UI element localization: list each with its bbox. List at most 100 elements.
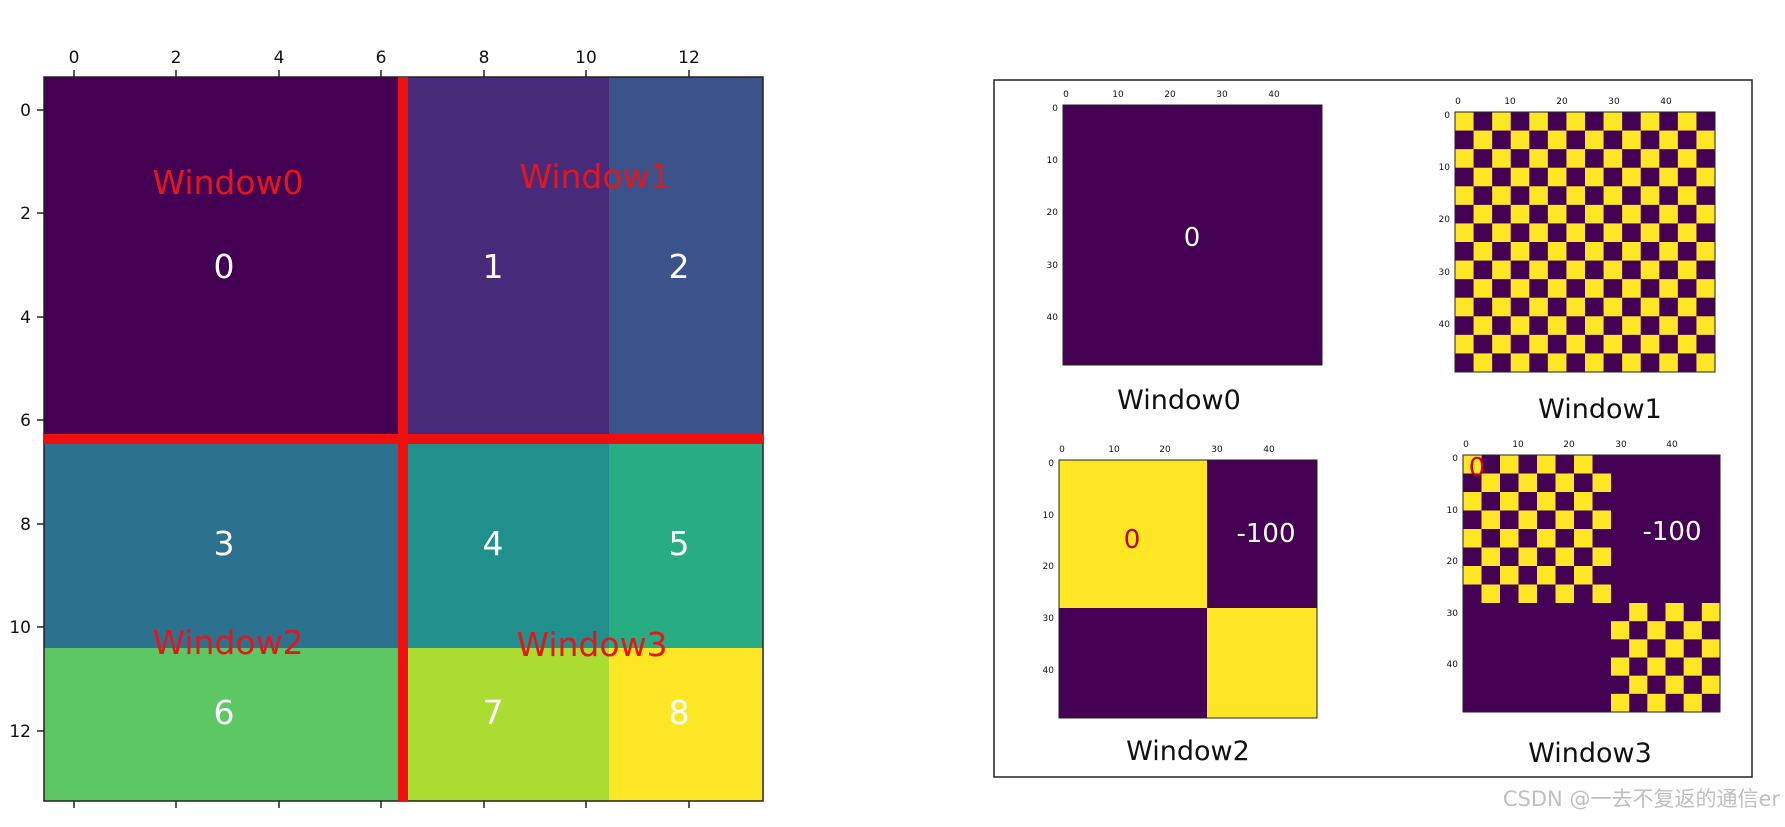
x-tick-label: 12 bbox=[678, 48, 700, 68]
checker-cell bbox=[1566, 260, 1585, 280]
checker-cell bbox=[1574, 529, 1593, 548]
x-tick-label: 2 bbox=[171, 48, 182, 68]
checker-cell bbox=[1603, 297, 1623, 317]
checker-cell bbox=[1473, 130, 1493, 150]
checker-cell bbox=[1696, 316, 1715, 335]
checker-cell bbox=[1555, 510, 1574, 529]
window2-caption: Window2 bbox=[1126, 736, 1250, 767]
checker-cell bbox=[1677, 297, 1697, 317]
left-x-tick-marks bbox=[73, 70, 690, 808]
checker-cell bbox=[1529, 112, 1548, 131]
tick-label: 0 bbox=[1455, 97, 1461, 107]
checker-cell bbox=[1481, 584, 1500, 603]
checker-cell bbox=[1585, 204, 1604, 224]
region-0 bbox=[44, 77, 403, 439]
checker-cell bbox=[1566, 297, 1585, 317]
checker-cell bbox=[1547, 316, 1567, 335]
checker-cell bbox=[1566, 223, 1585, 242]
checker-cell bbox=[1555, 584, 1574, 603]
tick-label: 20 bbox=[1563, 440, 1575, 450]
y-tick-label: 4 bbox=[20, 308, 31, 328]
window2-quadrant-bl bbox=[1059, 608, 1207, 718]
tick-label: 40 bbox=[1666, 440, 1678, 450]
window2-frame bbox=[1058, 459, 1318, 719]
window2-y-ticks: 0 10 20 30 40 bbox=[1043, 459, 1055, 676]
checker-cell bbox=[1510, 316, 1530, 335]
tick-label: 10 bbox=[1108, 445, 1120, 455]
region-label: 7 bbox=[483, 693, 504, 732]
checker-cell bbox=[1622, 242, 1641, 261]
window1-caption: Window1 bbox=[1538, 394, 1662, 425]
window1-frame bbox=[1454, 111, 1716, 373]
checker-cell bbox=[1492, 223, 1511, 242]
checker-cell bbox=[1481, 473, 1500, 492]
window2-value-zero: 0 bbox=[1124, 525, 1141, 555]
region-label: 8 bbox=[669, 693, 690, 732]
window1-y-ticks: 0 10 20 30 40 bbox=[1439, 111, 1451, 330]
checker-cell bbox=[1547, 167, 1567, 187]
checker-cell bbox=[1455, 149, 1474, 168]
window0-value: 0 bbox=[1184, 223, 1201, 253]
checker-cell bbox=[1677, 186, 1697, 205]
checker-cell bbox=[1455, 260, 1474, 280]
window1-checkerboard bbox=[1455, 112, 1715, 372]
checker-cell bbox=[1473, 316, 1493, 335]
tick-label: 10 bbox=[1047, 156, 1059, 166]
checker-cell bbox=[1696, 242, 1715, 261]
tick-label: 10 bbox=[1504, 97, 1516, 107]
window1-x-ticks: 0 10 20 30 40 bbox=[1455, 97, 1672, 107]
checker-cell bbox=[1696, 204, 1715, 224]
checker-cell bbox=[1659, 316, 1678, 335]
checker-cell bbox=[1603, 334, 1623, 354]
checker-cell bbox=[1701, 675, 1720, 694]
checker-cell bbox=[1640, 223, 1660, 242]
checker-cell bbox=[1463, 455, 1482, 474]
checker-cell bbox=[1455, 186, 1474, 205]
checker-cell bbox=[1537, 455, 1556, 474]
checker-cell bbox=[1463, 566, 1482, 585]
checker-cell bbox=[1647, 657, 1666, 676]
checker-cell bbox=[1659, 167, 1678, 187]
checker-cell bbox=[1529, 297, 1548, 317]
window2-value-minus100: -100 bbox=[1236, 519, 1295, 549]
region-number-labels: 0 1 2 3 4 5 6 7 8 bbox=[214, 247, 690, 732]
region-2 bbox=[609, 77, 763, 439]
checker-cell bbox=[1547, 130, 1567, 150]
tick-label: 30 bbox=[1043, 614, 1055, 624]
region-8 bbox=[609, 648, 763, 801]
checker-cell bbox=[1683, 693, 1702, 712]
tick-label: 20 bbox=[1439, 215, 1451, 225]
checker-cell bbox=[1529, 334, 1548, 354]
window-label: Window0 bbox=[152, 163, 303, 202]
checker-cell bbox=[1574, 566, 1593, 585]
csdn-watermark: CSDN @一去不复返的通信er bbox=[1503, 787, 1780, 811]
window3-checkerboard bbox=[1463, 455, 1720, 712]
checker-cell bbox=[1492, 260, 1511, 280]
region-3 bbox=[44, 439, 403, 648]
tick-label: 0 bbox=[1452, 454, 1458, 464]
checker-cell bbox=[1547, 353, 1567, 372]
checker-cell bbox=[1677, 260, 1697, 280]
region-4 bbox=[403, 439, 609, 648]
window2-x-ticks: 0 10 20 30 40 bbox=[1059, 445, 1275, 455]
tick-label: 40 bbox=[1047, 313, 1059, 323]
window1-mask-panel: 0 10 20 30 40 0 10 20 30 40 Window1 bbox=[1439, 97, 1716, 425]
checker-cell bbox=[1603, 223, 1623, 242]
tick-label: 10 bbox=[1512, 440, 1524, 450]
checker-cell bbox=[1529, 260, 1548, 280]
checker-cell bbox=[1701, 639, 1720, 658]
checker-cell bbox=[1518, 510, 1537, 529]
checker-cell bbox=[1492, 297, 1511, 317]
x-tick-label: 0 bbox=[69, 48, 80, 68]
checker-cell bbox=[1574, 492, 1593, 511]
window0-mask-cell bbox=[1063, 105, 1322, 365]
y-tick-label: 6 bbox=[20, 411, 31, 431]
tick-label: 30 bbox=[1608, 97, 1620, 107]
checker-cell bbox=[1566, 149, 1585, 168]
checker-cell bbox=[1510, 130, 1530, 150]
checker-cell bbox=[1659, 242, 1678, 261]
window-label: Window3 bbox=[516, 625, 667, 664]
checker-cell bbox=[1629, 639, 1648, 658]
checker-cell bbox=[1696, 167, 1715, 187]
